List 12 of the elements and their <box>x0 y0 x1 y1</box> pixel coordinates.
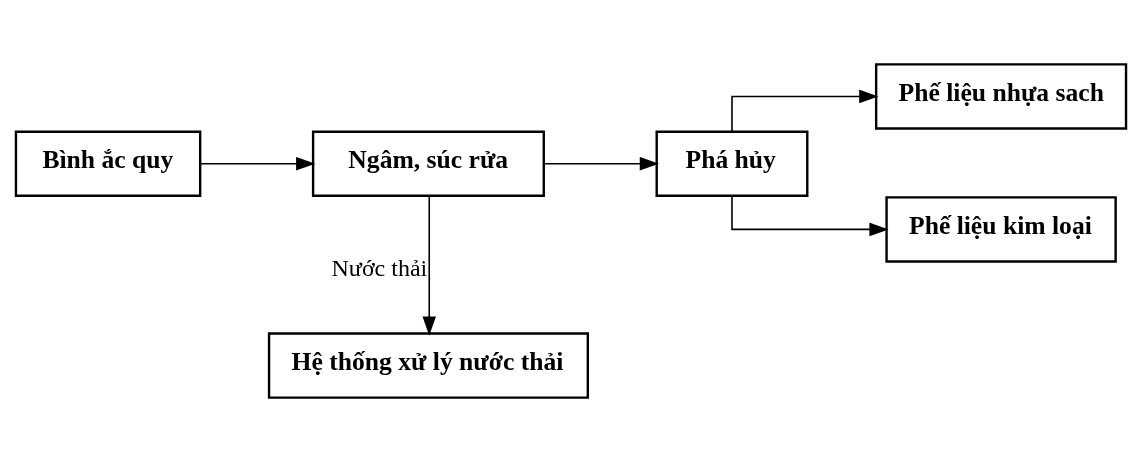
node-box: Phế liệu kim loại <box>885 195 1117 263</box>
arrow <box>422 194 436 336</box>
node-box: Phá hủy <box>655 130 809 197</box>
node-box: Bình ắc quy <box>14 130 202 197</box>
node-box: Phế liệu nhựa sach <box>874 62 1128 130</box>
arrow <box>543 156 659 170</box>
arrow <box>731 89 879 132</box>
arrow <box>199 156 316 170</box>
node-box: Hệ thống xử lý nước thải <box>267 331 590 399</box>
edge-label: Nước thải <box>331 254 428 281</box>
arrow <box>731 194 889 236</box>
node-box: Ngâm, súc rửa <box>311 130 545 197</box>
